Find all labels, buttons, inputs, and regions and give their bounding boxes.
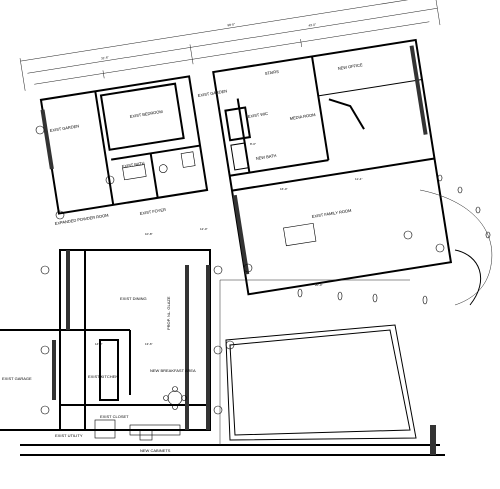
section-marker [40,265,50,275]
label-exist-garden-left: EXIST GARDEN [49,123,79,133]
dim-top-left: 31'-6" [101,55,109,60]
label-exist-garden-top: EXIST GARDEN [197,88,227,98]
dim-mid-a: 10'-8" [145,232,153,236]
section-marker [55,210,65,220]
section-marker [40,345,50,355]
label-new-office: NEW OFFICE [337,62,363,71]
section-marker [105,175,115,185]
top-dimension-lines: 98'-0" 31'-6" 43'-0" [19,0,441,91]
north-wing [39,75,209,215]
section-marker [243,263,253,273]
section-marker [213,405,223,415]
label-exist-garage: EXIST GARAGE [2,376,32,381]
label-prop-wall: PROP. NL. GLAZE [166,296,171,330]
label-new-breakfast: NEW BREAKFAST AREA [150,368,196,373]
section-marker [225,340,235,350]
section-marker [40,405,50,415]
dim-kitchen-w: 14'-0" [95,342,103,346]
label-powder: EXPANDED POWDER ROOM [54,213,108,226]
section-marker [435,243,445,253]
east-wing [212,38,453,296]
room-labels: EXIST GARDEN EXIST BEDROOM EXIST GARDEN … [2,62,363,453]
section-markers [35,125,445,415]
label-exist-dining: EXIST DINING [120,296,147,301]
dim-mid-b: 12'-0" [200,227,208,231]
garage [0,329,60,431]
dim-mid-d: 11'-4" [355,177,362,181]
label-exist-kitchen: EXIST KITCHEN [88,374,118,379]
utility-band [20,419,445,456]
label-exist-family-room: EXIST FAMILY ROOM [311,208,351,219]
dim-mid-f: 8'-0" [250,142,256,146]
label-exist-closet: EXIST CLOSET [100,414,129,419]
label-stairs: STAIRS [264,69,279,76]
dim-top-overall: 98'-0" [227,22,235,27]
main-block [59,249,211,436]
label-media-room: MEDIA ROOM [289,112,315,121]
label-exist-bath: EXIST BATH [121,160,145,169]
section-marker [213,265,223,275]
interior-dimensions: 10'-8" 12'-0" 16'-0" 11'-4" 20'-0" 8'-0"… [95,142,362,346]
section-marker [403,230,413,240]
label-exist-foyer: EXIST FOYER [139,207,166,216]
section-marker [35,125,45,135]
dim-mid-c: 16'-0" [280,187,288,191]
garden-path [297,174,493,306]
pool-outline [219,279,417,445]
dim-top-right: 43'-0" [308,23,316,28]
section-marker [213,345,223,355]
label-exist-utility: EXIST UTILITY [55,433,83,438]
label-exist-wic: EXIST WIC [247,111,268,119]
dim-mid-e: 20'-0" [315,283,323,287]
label-exist-bedroom: EXIST BEDROOM [129,109,163,119]
label-new-bath: NEW BATH [255,153,276,161]
label-new-cabinets: NEW CABINETS [140,448,171,453]
dim-breakfast-w: 13'-6" [145,342,153,346]
